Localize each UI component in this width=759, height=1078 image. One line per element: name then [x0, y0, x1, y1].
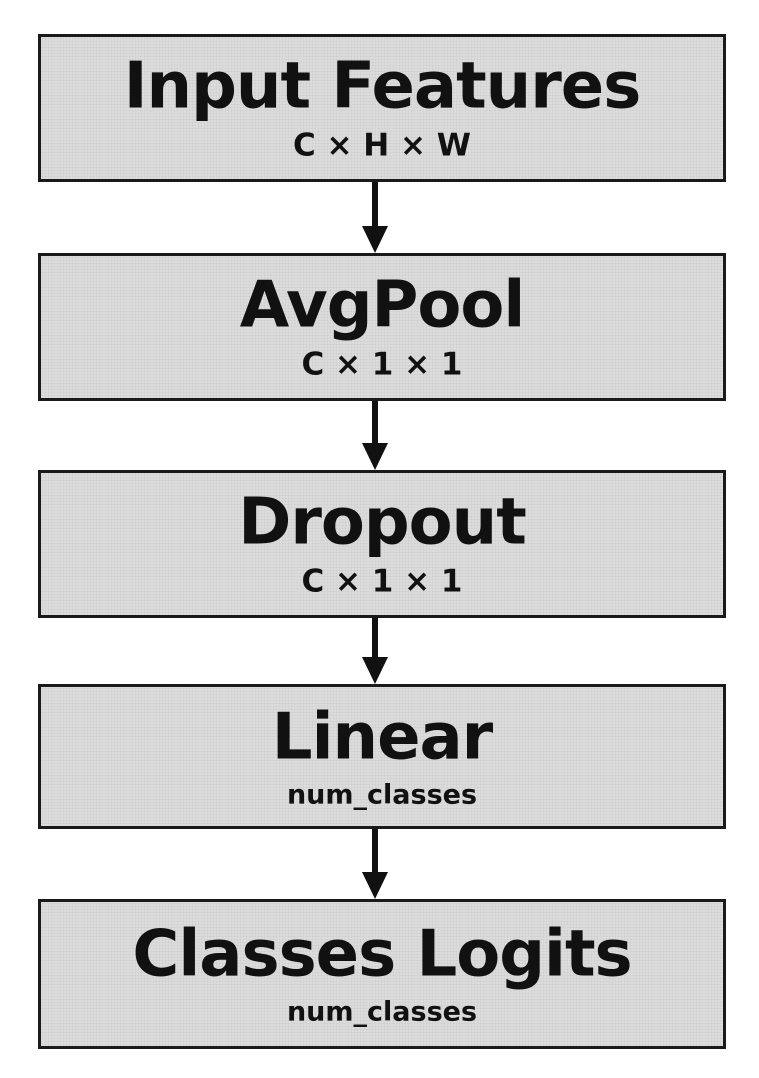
block-title: AvgPool: [239, 268, 526, 343]
block-title: Classes Logits: [132, 917, 632, 992]
block-shape: num_classes: [286, 996, 478, 1028]
block-shape: C × H × W: [292, 127, 471, 164]
arrow-down-icon: [355, 401, 395, 470]
block-avgpool: AvgPool C × 1 × 1: [38, 253, 726, 401]
block-shape: C × 1 × 1: [301, 563, 463, 600]
arrow-down-icon: [355, 182, 395, 253]
block-linear: Linear num_classes: [38, 684, 726, 829]
block-shape: num_classes: [286, 779, 478, 810]
block-input-features: Input Features C × H × W: [38, 34, 726, 182]
block-shape: C × 1 × 1: [301, 346, 463, 383]
block-title: Input Features: [123, 49, 642, 124]
arrow-down-icon: [355, 618, 395, 684]
block-classes-logits: Classes Logits num_classes: [38, 899, 726, 1049]
arrow-down-icon: [355, 829, 395, 899]
block-title: Dropout: [238, 485, 527, 560]
block-title: Linear: [271, 700, 493, 774]
block-dropout: Dropout C × 1 × 1: [38, 470, 726, 618]
